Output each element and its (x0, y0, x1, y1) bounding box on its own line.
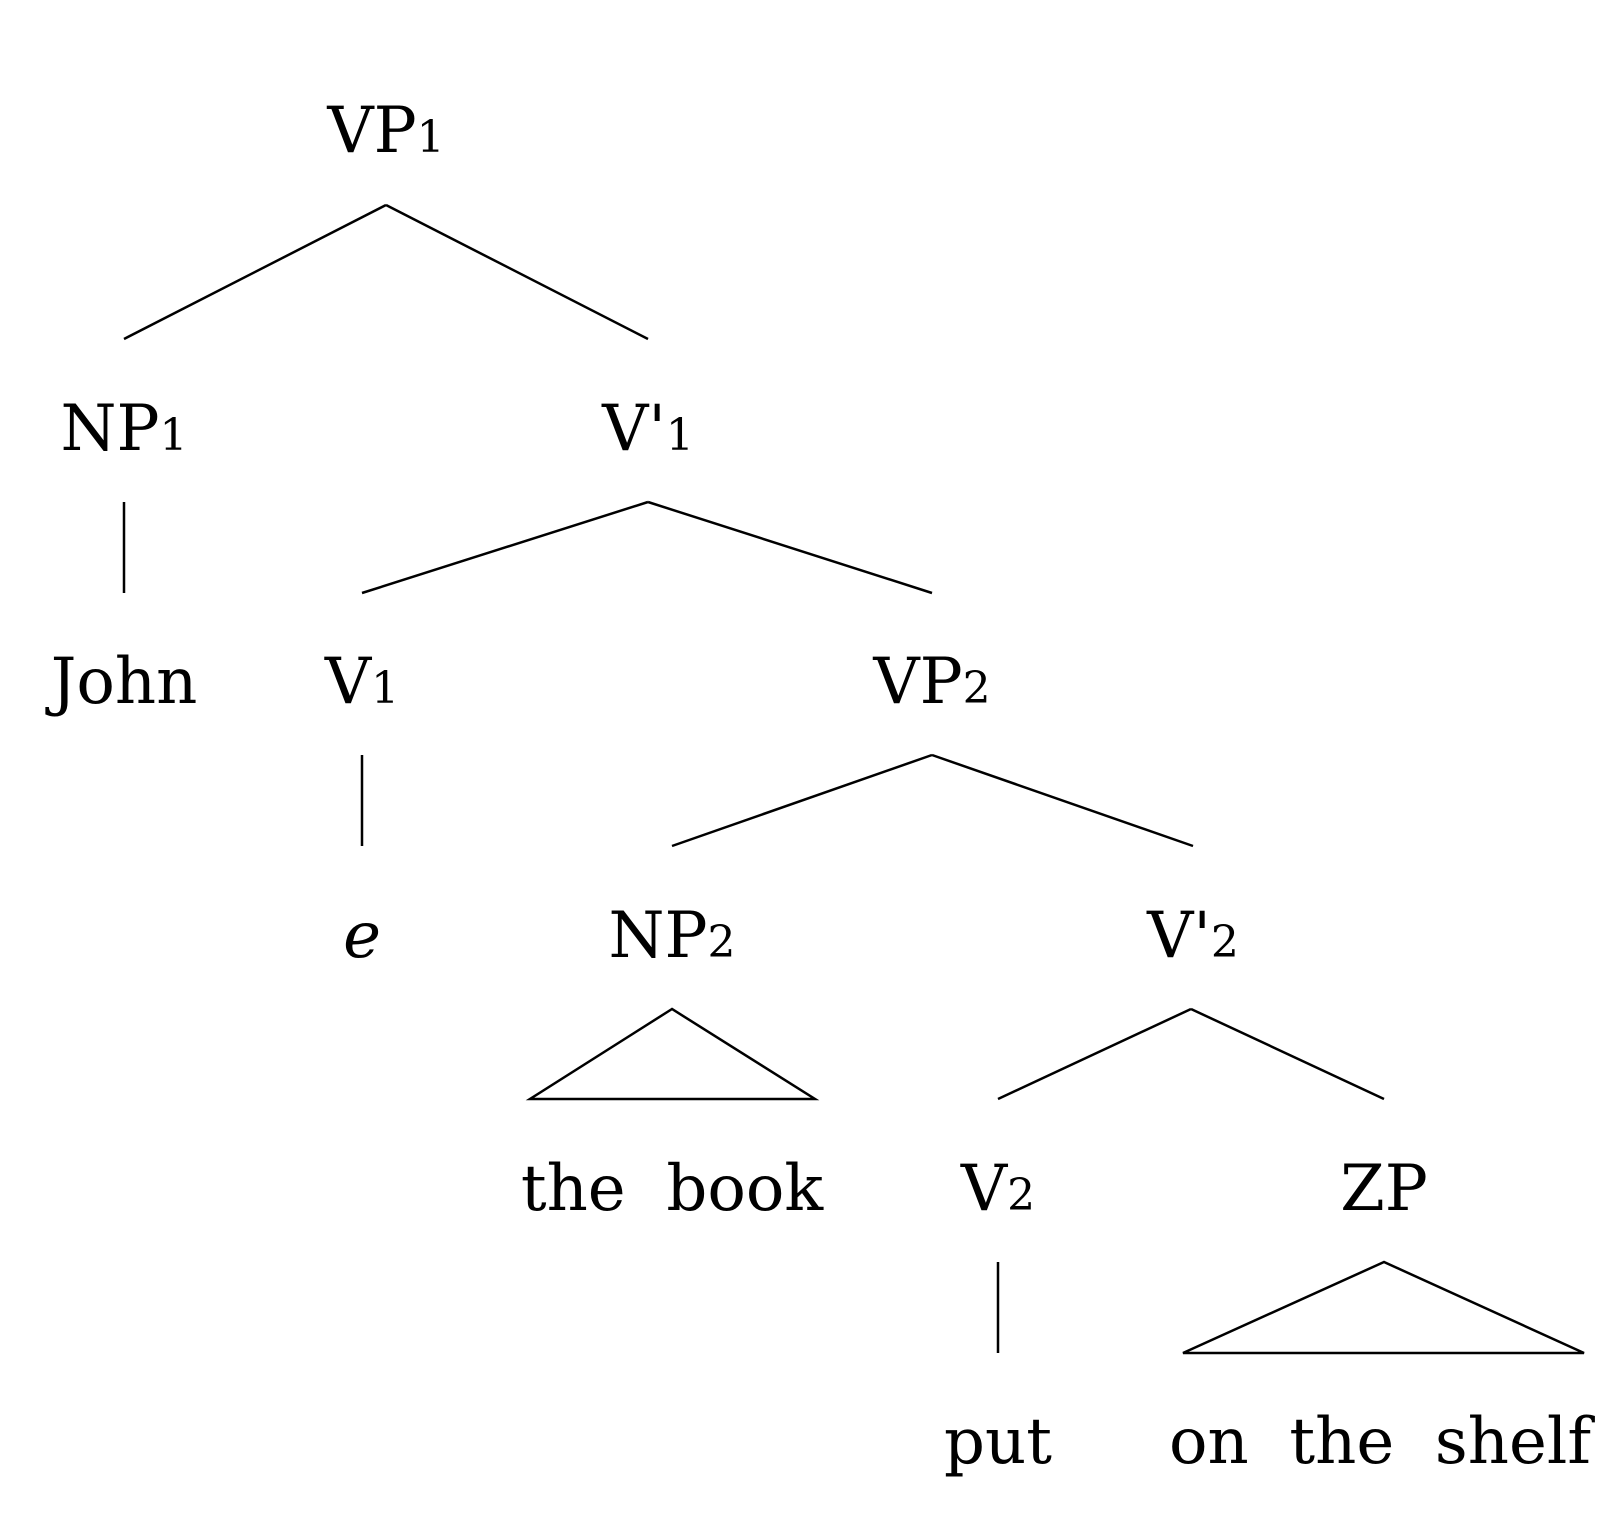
node-np2: NP2 (608, 899, 735, 973)
edge-vp2-vbar2 (931, 753, 1194, 848)
node-np1: NP1 (60, 392, 187, 466)
node-zp: ZP (1340, 1152, 1428, 1226)
leaf-on-the-shelf: on the shelf (1169, 1405, 1595, 1479)
leaf-the-book: the book (521, 1152, 825, 1226)
leaf-put: put (944, 1405, 1052, 1479)
node-vbar2: V'2 (1146, 899, 1239, 973)
edge-vp2-np2 (671, 753, 933, 848)
edge-vbar1-vp2 (647, 500, 933, 595)
node-vp1: VP1 (326, 94, 444, 168)
leaf-john: John (45, 645, 198, 719)
edge-vp1-vbar1 (385, 203, 649, 341)
edge-vbar1-v1 (361, 500, 649, 595)
edge-vbar2-zp (1190, 1007, 1385, 1101)
leaf-e: e (343, 899, 381, 973)
node-vp2: VP2 (872, 645, 990, 719)
triangle-np2 (525, 1007, 820, 1101)
tree-edges (122, 203, 1585, 1355)
triangle-zp (1182, 1260, 1585, 1355)
edge-vbar2-v2 (997, 1007, 1192, 1101)
node-v2: V2 (960, 1152, 1035, 1226)
tree-leaves: John e the book put on the shelf (45, 645, 1596, 1479)
tree-node-labels: VP1 NP1 V'1 V1 VP2 NP2 V'2 V2 ZP (60, 94, 1427, 1226)
edge-vp1-np1 (123, 203, 387, 341)
node-vbar1: V'1 (601, 392, 694, 466)
node-v1: V1 (324, 645, 399, 719)
